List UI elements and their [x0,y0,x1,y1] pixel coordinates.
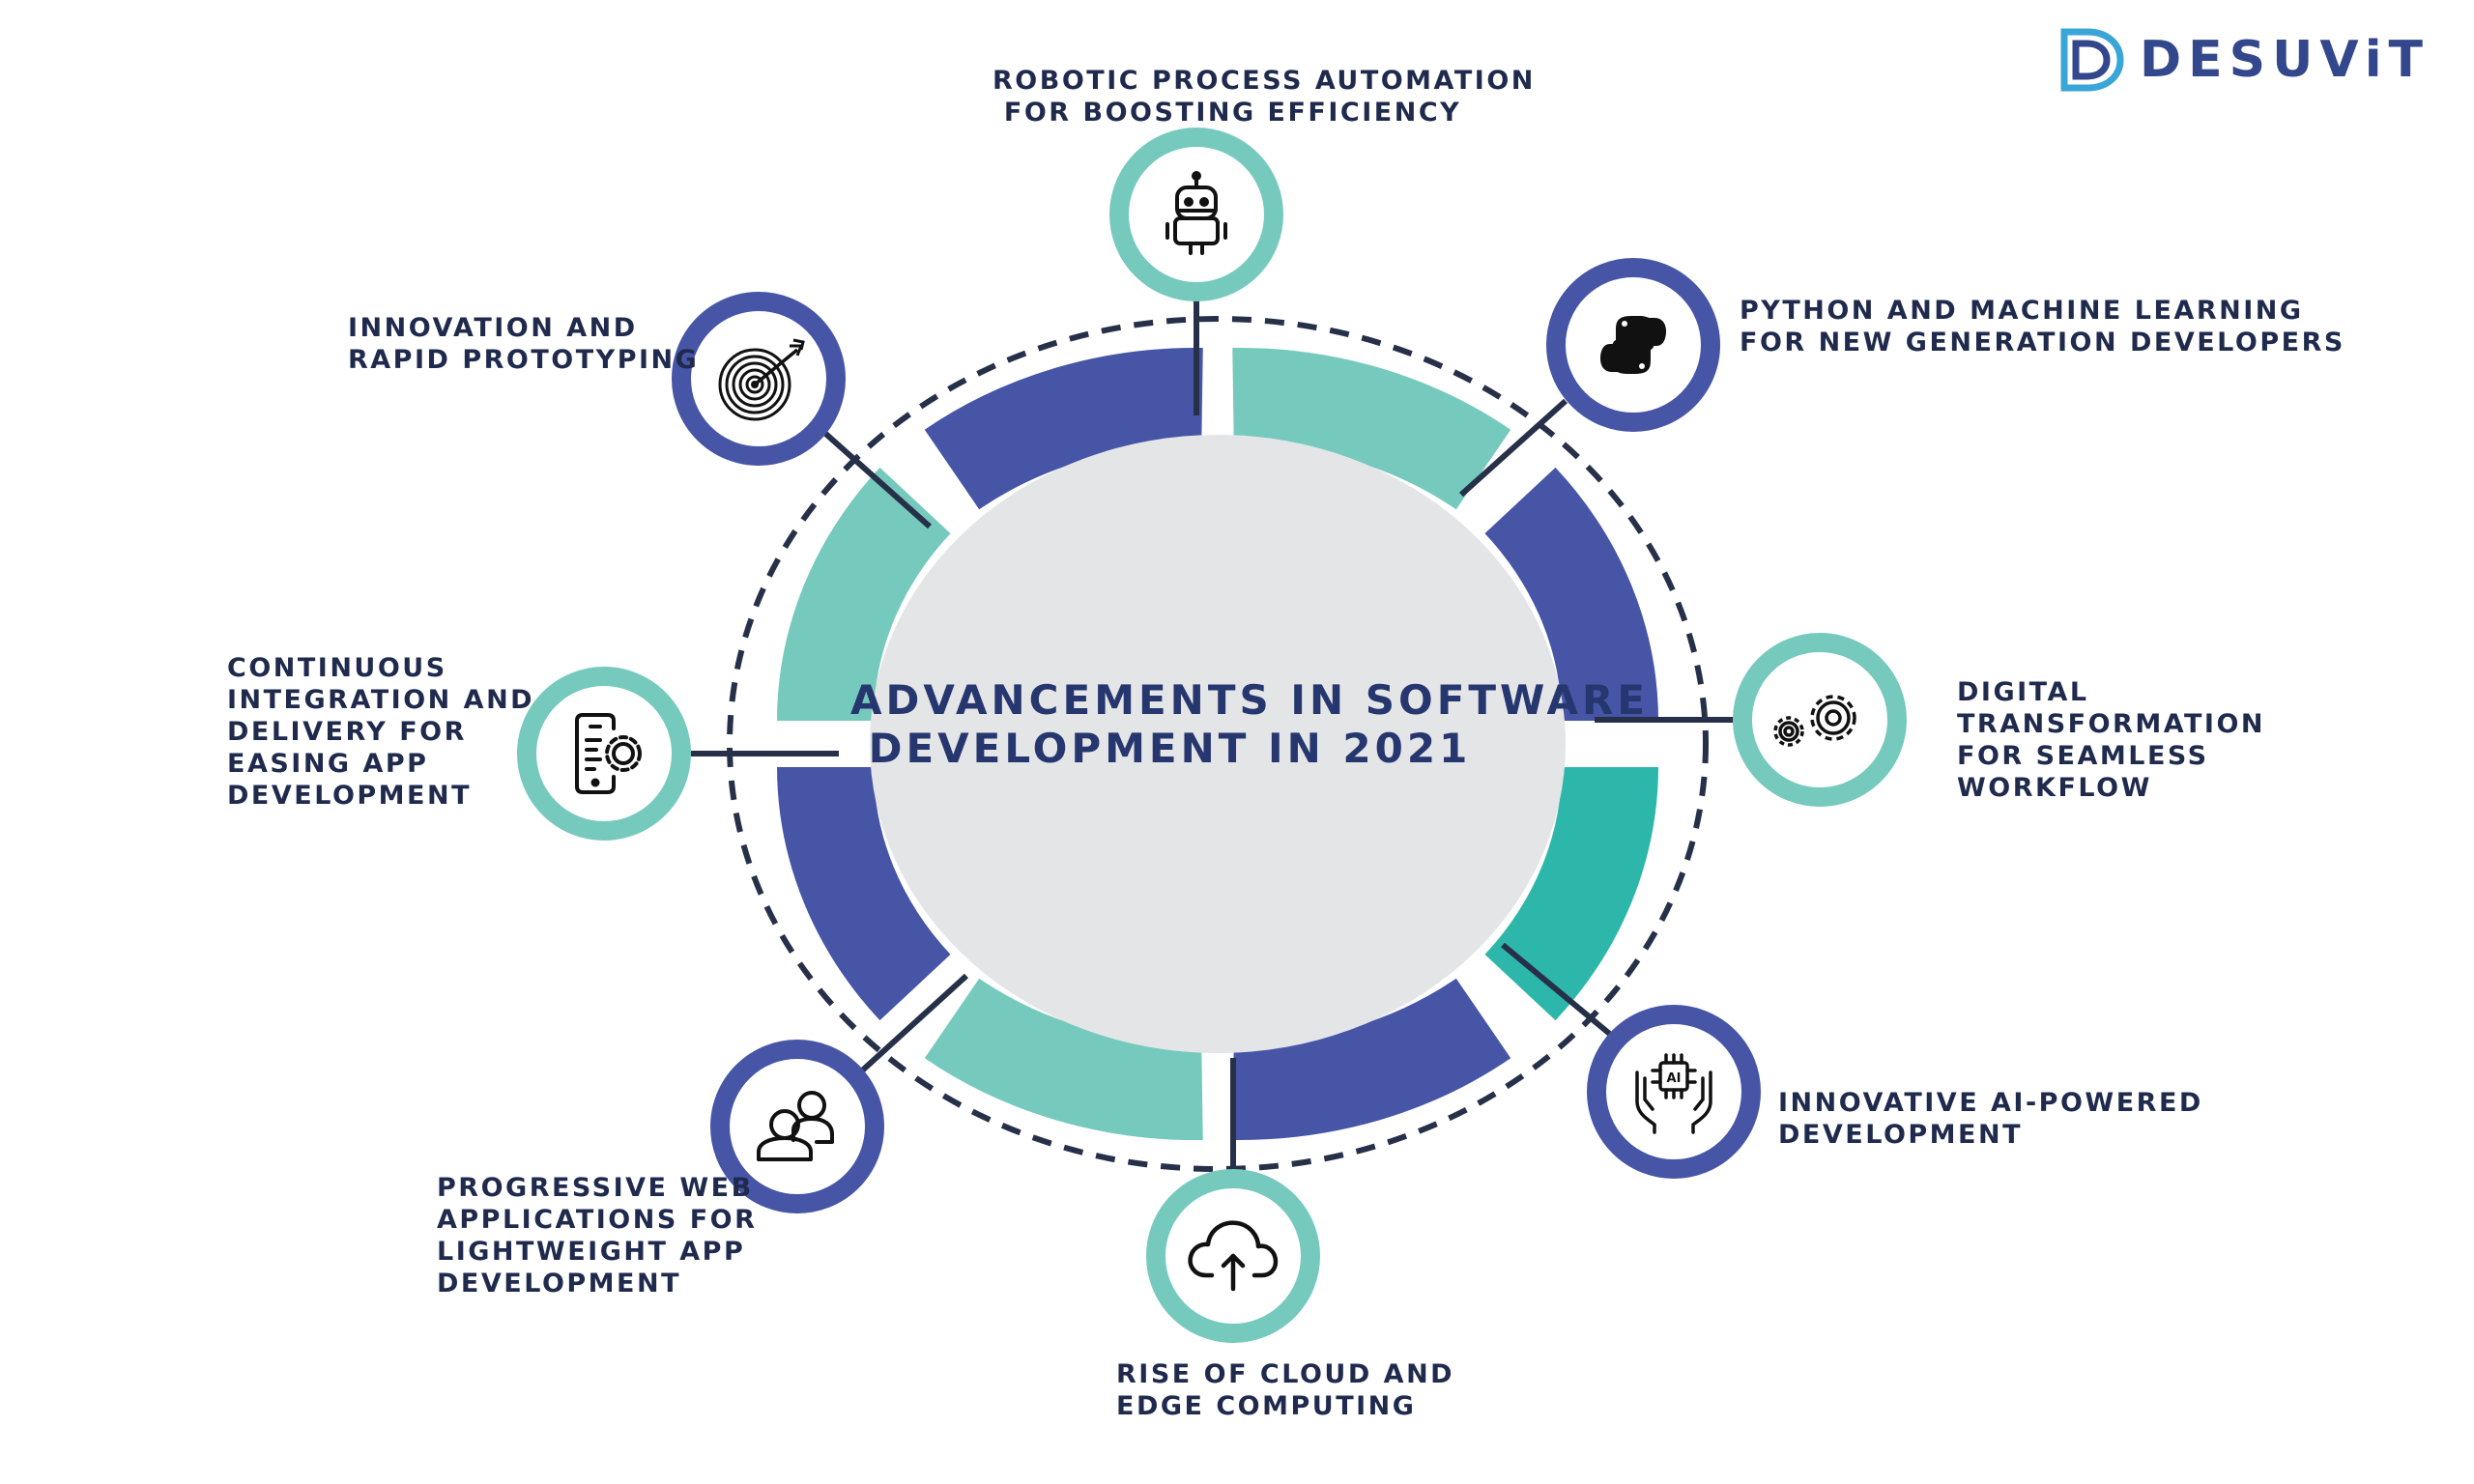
topic-label-robotic-process: ROBOTIC PROCESS AUTOMATION FOR BOOSTING … [992,66,1536,128]
ai-hands-icon: AI [1635,1053,1712,1134]
topic-label-ci-cd: CONTINUOUS INTEGRATION AND DELIVERY FOR … [227,653,535,811]
center-title: ADVANCEMENTS IN SOFTWARE DEVELOPMENT IN … [850,676,1650,772]
target-icon [718,338,805,421]
connector-top-right [1458,398,1568,498]
brand-logo: DESUViT [2058,21,2430,99]
ring-segment-top-right [1232,347,1511,510]
ring-segment-bottom-right [1232,978,1511,1141]
mobile-settings-icon [575,713,642,794]
topic-label-digital-transformation: DIGITAL TRANSFORMATION FOR SEAMLESS WORK… [1957,677,2266,803]
badge-digital-transformation [1733,633,1907,807]
ring-segment-right-upper [1483,467,1658,722]
topic-label-pwa: PROGRESSIVE WEB APPLICATIONS FOR LIGHTWE… [437,1173,758,1298]
topic-label-python-ml: PYTHON AND MACHINE LEARNING FOR NEW GENE… [1740,296,2345,357]
ring-segments [777,347,1658,1141]
svg-text:AI: AI [1667,1071,1682,1086]
badge-innovation [672,292,846,466]
dashed-outer-ring [727,316,1709,1172]
badge-robotic-process [1109,128,1283,301]
ring-segment-left-upper [777,467,952,722]
center-core [870,435,1566,1053]
badge-python-ml [1546,258,1720,432]
gears-icon [1773,695,1856,747]
topic-label-cloud-edge: RISE OF CLOUD AND EDGE COMPUTING [1116,1359,1455,1421]
badge-ring [1733,633,1907,807]
badge-ai-powered: AI [1587,1005,1761,1179]
badge-ci-cd [517,667,691,841]
connector-bottom-right [1501,942,1614,1039]
ring-segment-right-lower [1483,766,1658,1021]
cloud-upload-icon [1188,1220,1279,1292]
brand-name: DESUViT [2140,31,2430,89]
badge-ring [517,667,691,841]
badge-ring [1109,128,1283,301]
connector-bottom-left [857,973,969,1075]
connectors [691,290,1740,1181]
badge-pwa [710,1040,884,1213]
python-icon [1600,316,1666,374]
ring-segment-bottom-left [924,978,1203,1141]
ring-segment-top-left [924,347,1203,510]
robot-icon [1165,171,1227,255]
topic-label-innovation: INNOVATION AND RAPID PROTOTYPING [348,313,700,375]
ring-segment-left-lower [777,766,952,1021]
users-icon [757,1091,834,1161]
badge-cloud-edge [1146,1169,1320,1343]
connector-top-left [820,427,932,529]
topic-label-ai-powered: INNOVATIVE AI-POWERED DEVELOPMENT [1778,1088,2203,1150]
brand-logo-mark-icon [2060,28,2124,92]
